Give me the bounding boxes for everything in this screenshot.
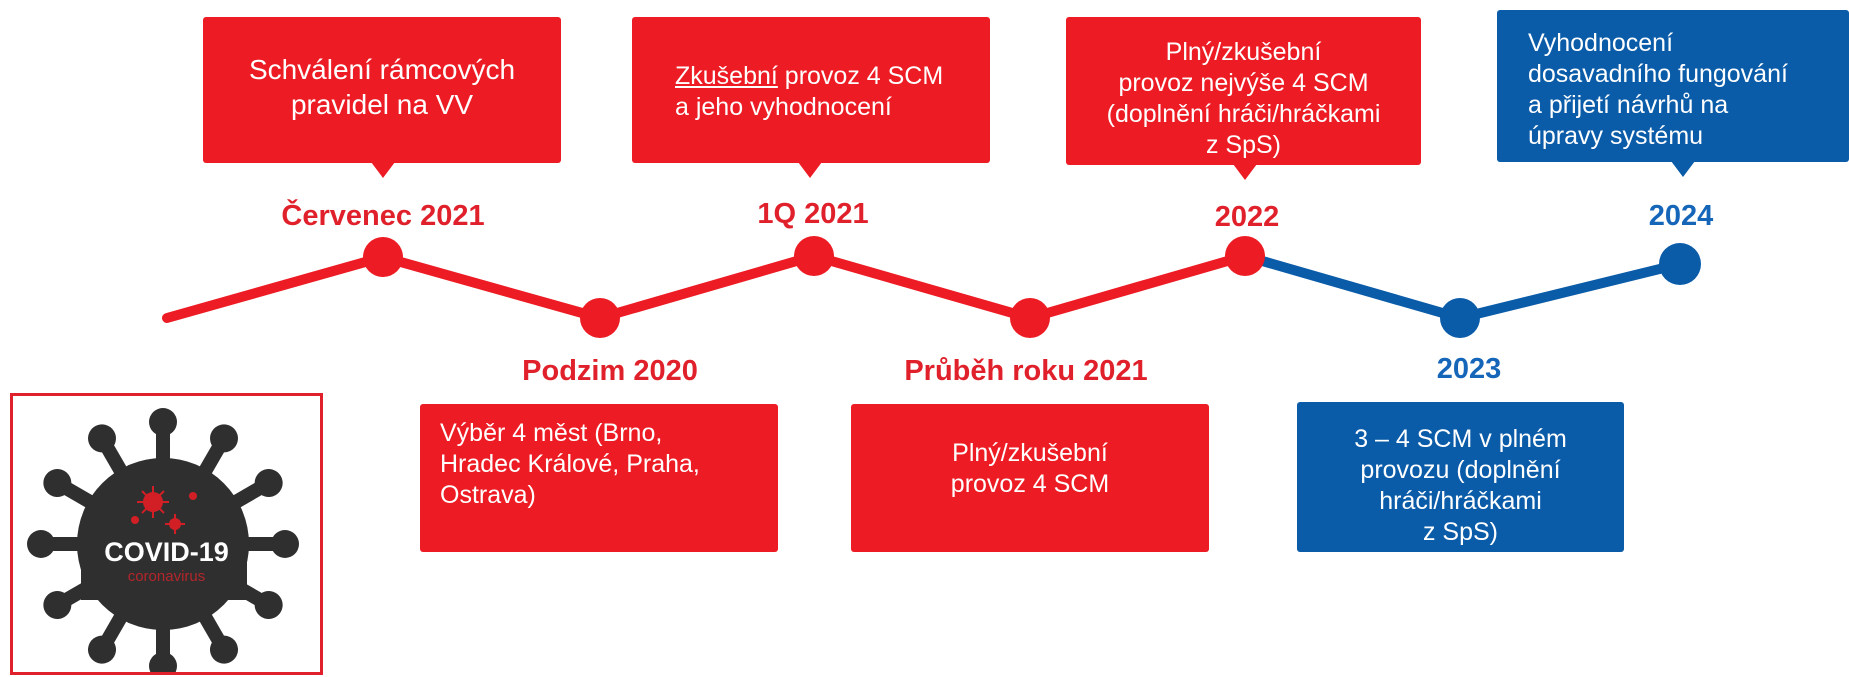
milestone-dot-2024 — [1659, 243, 1701, 285]
callout-text-underlined: Zkušební — [675, 62, 778, 90]
milestone-label-2023: 2023 — [1436, 353, 1502, 385]
callout-text: úpravy systému — [1528, 122, 1704, 150]
callout-text: Hradec Králové, Praha, — [440, 450, 700, 478]
callout-pointer — [798, 162, 822, 178]
callout-text: hráči/hráčkami — [1379, 487, 1542, 515]
milestone-dot-prubeh-2021 — [1010, 298, 1050, 338]
milestone-label-2022: 2022 — [1214, 201, 1280, 233]
callout-2024: Vyhodnocení dosavadního fungování a přij… — [1497, 10, 1849, 162]
callout-text: provozu (doplnění — [1360, 456, 1561, 484]
callout-podzim-2020: Výběr 4 měst (Brno, Hradec Králové, Prah… — [420, 404, 778, 552]
callout-text: z SpS) — [1205, 131, 1282, 159]
callout-text: dosavadního fungování — [1528, 60, 1788, 88]
callout-text: Zkušební provoz 4 SCM — [675, 61, 990, 92]
callout-text: 3 – 4 SCM v plném — [1354, 425, 1567, 453]
callout-2023: 3 – 4 SCM v plném provozu (doplnění hráč… — [1297, 402, 1624, 552]
covid-title: COVID-19 — [104, 537, 229, 567]
milestone-dot-podzim-2020 — [580, 298, 620, 338]
milestone-dot-1q-2021 — [794, 236, 834, 276]
callout-text: Plný/zkušební — [1165, 38, 1322, 66]
callout-cervenec-2021: Schválení rámcových pravidel na VV — [203, 17, 561, 163]
milestone-label-2024: 2024 — [1648, 200, 1714, 232]
callout-1q-2021: Zkušební provoz 4 SCM a jeho vyhodnocení — [632, 17, 990, 163]
covid-subtitle: coronavirus — [127, 568, 206, 585]
callout-text: Ostrava) — [440, 481, 536, 509]
callout-text: Vyhodnocení — [1528, 29, 1674, 57]
callout-text: Schválení rámcových — [248, 54, 516, 85]
milestone-label-prubeh-2021: Průběh roku 2021 — [904, 355, 1148, 387]
callout-pointer — [371, 162, 395, 178]
milestone-label-1q-2021: 1Q 2021 — [757, 198, 869, 230]
callout-text: provoz nejvýše 4 SCM — [1118, 69, 1369, 97]
milestone-dot-cervenec-2021 — [363, 237, 403, 277]
timeline-line-red — [162, 251, 1250, 323]
milestone-label-cervenec-2021: Červenec 2021 — [281, 200, 485, 232]
callout-pointer — [1671, 161, 1695, 177]
callout-text: Výběr 4 měst (Brno, — [440, 419, 663, 447]
callout-pointer — [1233, 164, 1257, 180]
milestone-dot-2023 — [1440, 298, 1480, 338]
covid-badge: COVID-19 coronavirus — [10, 393, 323, 677]
callout-text: a přijetí návrhů na — [1528, 91, 1729, 119]
callout-text: (doplnění hráči/hráčkami — [1106, 100, 1381, 128]
milestone-label-podzim-2020: Podzim 2020 — [522, 355, 698, 387]
callout-text: z SpS) — [1422, 518, 1499, 546]
callout-text: pravidel na VV — [290, 89, 474, 120]
callout-text: Plný/zkušební — [952, 439, 1108, 467]
callout-prubeh-2021: Plný/zkušební provoz 4 SCM — [851, 404, 1209, 552]
virus-icon — [27, 408, 299, 677]
milestone-dot-2022 — [1225, 236, 1265, 276]
callout-2022: Plný/zkušební provoz nejvýše 4 SCM (dopl… — [1066, 17, 1421, 165]
callout-text: provoz 4 SCM — [950, 470, 1110, 498]
callout-text-rest: provoz 4 SCM — [777, 62, 944, 90]
callout-text: a jeho vyhodnocení — [675, 93, 892, 121]
